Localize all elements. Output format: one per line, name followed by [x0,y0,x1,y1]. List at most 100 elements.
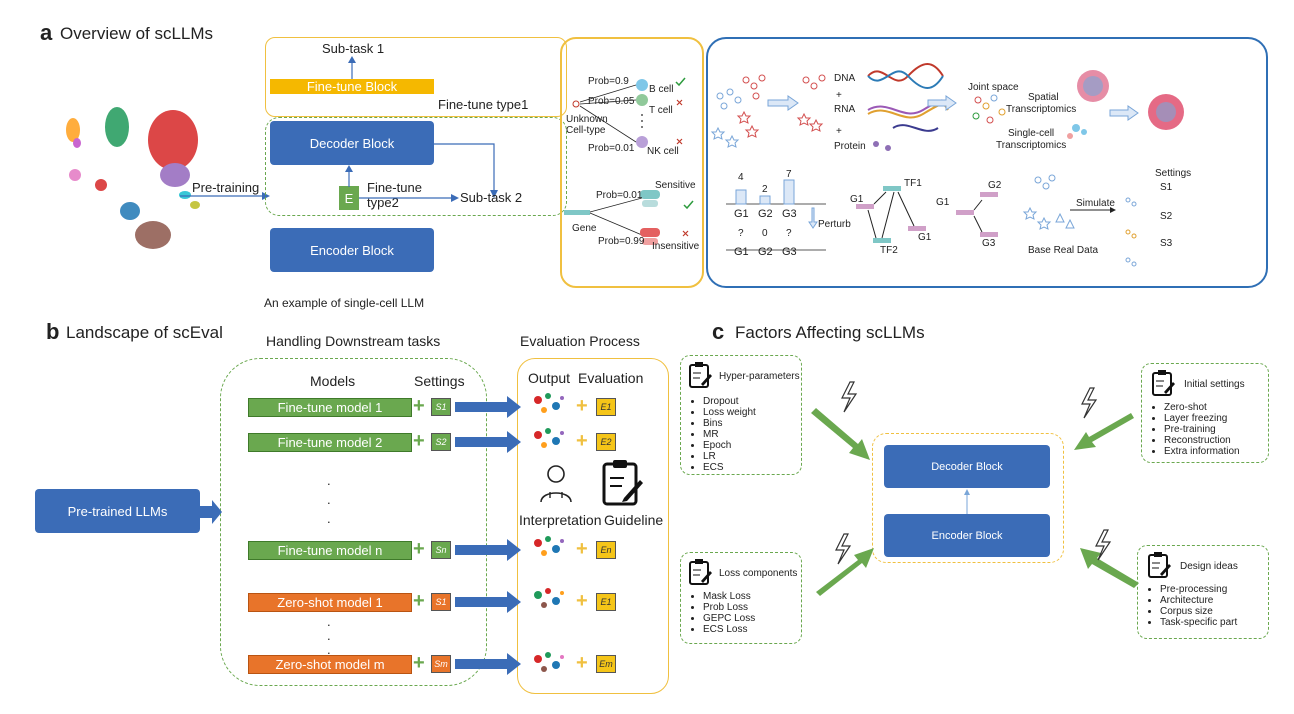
models-header: Models [310,373,356,389]
eval-row-1: E1 [596,398,616,416]
celltype-annotation-diagram [564,77,694,245]
finetune-block: Fine-tune Block [270,79,434,94]
spatial-label-2: Transcriptomics [1006,104,1077,115]
loss-item-3: GEPC Loss [703,613,755,624]
initial-title: Initial settings [1184,379,1245,390]
settings-header: Settings [414,373,465,389]
design-clipboard-icon [1148,552,1171,578]
model-output-arrows [455,396,521,675]
handling-label: Handling Downstream tasks [266,333,441,349]
plus-2: + [836,126,842,137]
dot-5: . [327,628,331,643]
design-ideas-box: Design ideas Pre-processing Architecture… [1137,545,1269,639]
hyper-item-4: MR [703,429,756,440]
setting-row-z1: S1 [431,593,451,611]
unknown-label: Unknown [566,114,608,125]
hyper-item-5: Epoch [703,440,756,451]
hyper-item-2: Loss weight [703,407,756,418]
plus-row-z1: + [413,590,425,612]
e-to-subtask2-arrow [359,194,459,202]
output-header: Output [528,370,571,386]
protein-label: Protein [834,141,866,152]
grn-g1b: G1 [918,232,932,243]
loss-item-4: ECS Loss [703,624,755,635]
perturb-label: Perturb [818,219,851,230]
grn-g1a: G1 [850,194,864,205]
eval-plus-row-z1: + [576,590,588,612]
hyper-item-1: Dropout [703,396,756,407]
sc-label-2: Transcriptomics [996,140,1067,151]
encoder-to-decoder-arrow [964,489,970,514]
plus-row-1: + [413,395,425,417]
simulate-s1: S1 [1160,182,1173,193]
dot-3: . [327,511,331,526]
perturb-zero: 0 [762,228,768,239]
celltype-label: Cell-type [566,125,606,136]
simulate-settings: Settings [1155,168,1192,179]
grn-g1c: G1 [936,197,950,208]
clipboard-icon [602,460,643,506]
design-item-3: Corpus size [1160,606,1237,617]
evaluation-frame [517,358,669,694]
subtask2-label: Sub-task 2 [460,190,523,205]
loss-item-1: Mask Loss [703,591,755,602]
finetune-type2-frame [265,117,567,216]
zeroshot-model-m: Zero-shot model m [248,655,412,674]
dna-label: DNA [834,73,856,84]
base-real-data-label: Base Real Data [1028,245,1099,256]
evaluation-header: Evaluation [578,370,644,386]
eval-plus-row-zm: + [576,652,588,674]
setting-row-2: S2 [431,433,451,451]
panel-b-title: Landscape of scEval [66,323,223,342]
perturb-g3: G3 [782,208,797,220]
perturb-g1-b: G1 [734,246,749,258]
subtask1-label: Sub-task 1 [322,41,385,56]
initial-item-1: Zero-shot [1164,402,1240,413]
plus-1: + [836,90,842,101]
sc-label-1: Single-cell [1008,128,1055,139]
grn-tf1: TF1 [904,178,922,189]
grn-g2: G2 [988,180,1002,191]
design-item-2: Architecture [1160,595,1237,606]
gene-label: Gene [572,223,597,234]
e-to-decoder-arrow [345,165,353,187]
perturb-g3-b: G3 [782,246,797,258]
output-thumbnails [534,393,564,672]
loss-components-box: Loss components Mask Loss Prob Loss GEPC… [680,552,802,644]
nk-cell-label: NK cell [647,146,679,157]
finetune-type1-label: Fine-tune type1 [438,97,529,112]
perturb-v4: 4 [738,172,744,183]
umap-cluster-plot [66,107,200,249]
loss-title: Loss components [719,568,798,579]
eval-row-z1: E1 [596,593,616,611]
design-title: Design ideas [1180,561,1238,572]
finetune-type2-line1: Fine-tune [367,180,422,195]
setting-row-zm: Sm [431,655,451,673]
model-core-frame [872,433,1064,563]
applications-illustration [710,63,1184,267]
guideline-label: Guideline [604,512,664,528]
hyper-item-3: Bins [703,418,756,429]
panel-c-title: Factors Affecting scLLMs [735,323,925,342]
finetune-model-1: Fine-tune model 1 [248,398,412,417]
celltype-prob2: Prob=0.05 [588,96,635,107]
c-encoder-block: Encoder Block [884,514,1050,557]
simulate-s2: S2 [1160,211,1173,222]
drug-prob1: Prob=0.01 [596,190,643,201]
plus-row-2: + [413,430,425,452]
setting-row-n: Sn [431,541,451,559]
dot-1: . [327,473,331,488]
decoder-to-subtask2-arrow [434,143,498,198]
t-cell-label: T cell [649,105,673,116]
panel-b-letter: b [46,319,60,344]
panel-a-title: Overview of scLLMs [60,24,214,43]
pretrained-arrow [200,500,222,524]
dot-4: . [327,614,331,629]
design-item-4: Task-specific part [1160,617,1237,628]
perturb-g2: G2 [758,208,773,220]
initial-item-3: Pre-training [1164,424,1240,435]
loss-item-2: Prob Loss [703,602,755,613]
eval-process-label: Evaluation Process [520,333,640,349]
eval-row-n: En [596,541,616,559]
perturb-g2-b: G2 [758,246,773,258]
